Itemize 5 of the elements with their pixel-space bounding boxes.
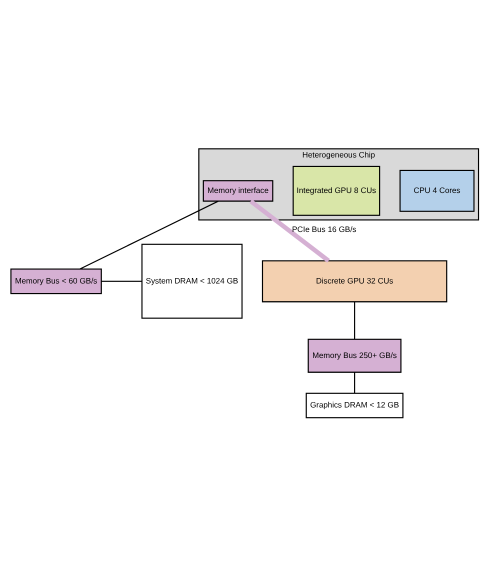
connector [249, 198, 330, 262]
connector [80, 200, 218, 270]
connector [354, 301, 356, 339]
connector [102, 280, 142, 282]
connector [354, 372, 356, 393]
